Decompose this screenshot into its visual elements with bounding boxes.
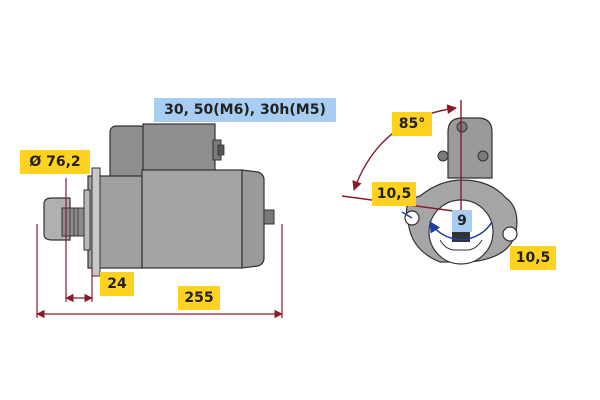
side-view xyxy=(36,123,283,319)
rotation-arrow xyxy=(429,221,493,241)
pinion-gear xyxy=(43,189,91,251)
drive-housing xyxy=(87,167,143,277)
overall-length-label: 255 xyxy=(178,286,220,310)
solenoid-end xyxy=(437,117,493,179)
diameter-label: Ø 76,2 xyxy=(20,150,90,174)
motor-body xyxy=(141,169,275,269)
flange-offset-label: 24 xyxy=(100,272,134,296)
angle-label: 85° xyxy=(392,112,432,136)
terminal-label: 30, 50(M6), 30h(M5) xyxy=(154,98,336,122)
solenoid xyxy=(109,123,225,181)
hole-right-label: 10,5 xyxy=(510,246,556,270)
hole-left-label: 10,5 xyxy=(372,182,416,206)
teeth-count-label: 9 xyxy=(452,210,472,232)
